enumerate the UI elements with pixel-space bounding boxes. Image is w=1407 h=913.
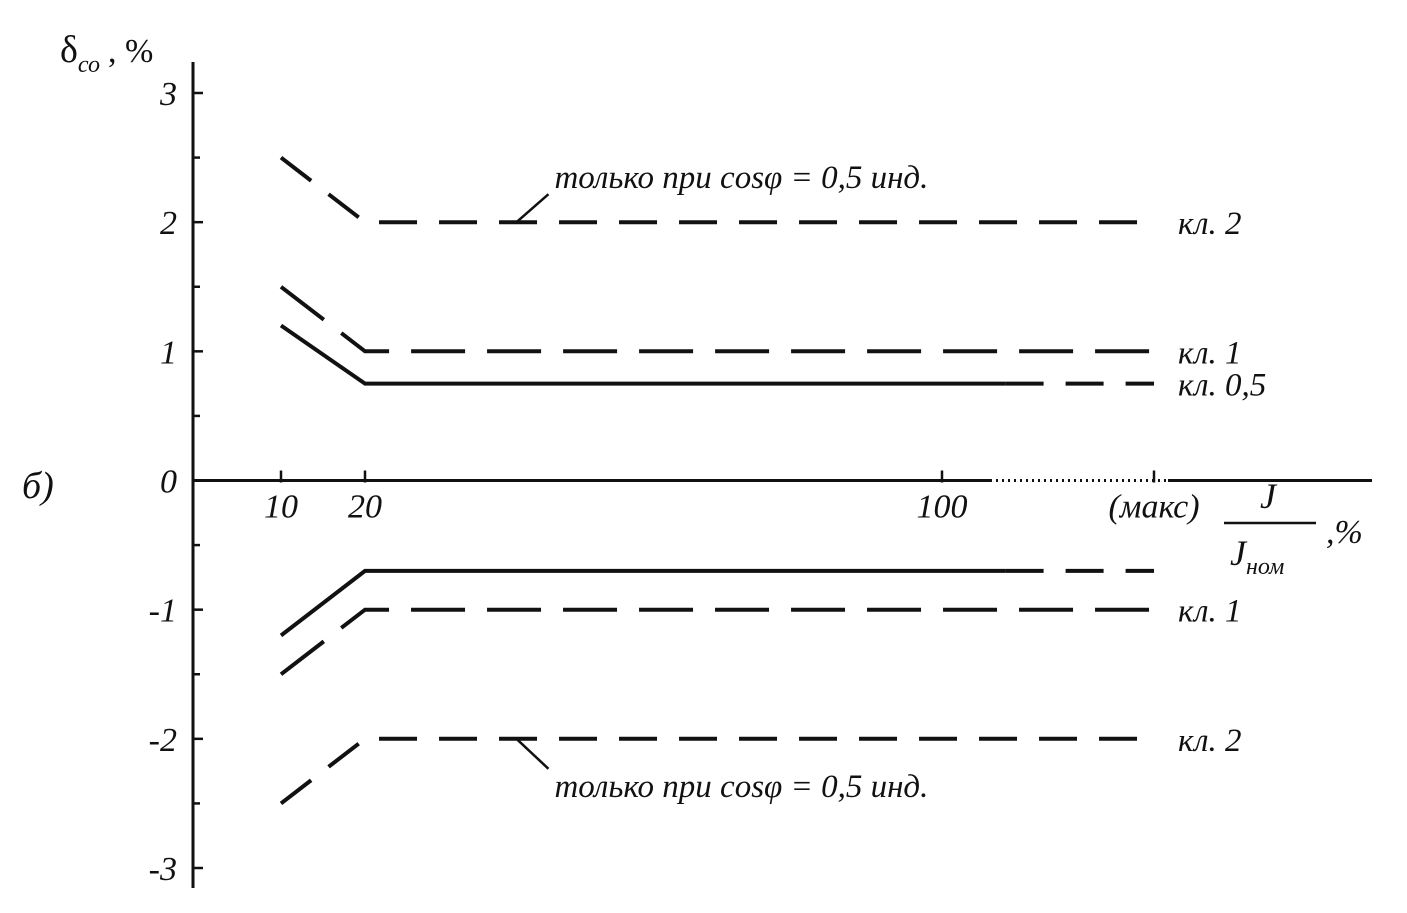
x-axis-label-numerator: J xyxy=(1260,476,1278,516)
series-line xyxy=(279,156,1154,225)
y-axis-label-unit: , % xyxy=(108,33,153,70)
y-tick-label: -2 xyxy=(149,722,177,759)
annotation-leader xyxy=(515,193,550,224)
y-tick-label: -1 xyxy=(149,593,177,630)
curve-label: кл. 0,5 xyxy=(1178,368,1266,404)
y-axis-label-main: δ xyxy=(60,29,78,71)
axes xyxy=(191,62,1372,888)
curve-label: кл. 2 xyxy=(1178,723,1242,759)
x-tick-label: 10 xyxy=(264,489,298,526)
x-axis-label-denominator-main: J xyxy=(1230,533,1248,573)
y-tick-label: 0 xyxy=(160,464,177,501)
x-tick-label: (макс) xyxy=(1108,489,1199,526)
series-line xyxy=(279,323,1006,386)
x-tick-label: 20 xyxy=(348,489,382,526)
y-tick-label: 1 xyxy=(160,334,177,371)
y-tick-label: 2 xyxy=(160,205,177,242)
series-line xyxy=(279,736,1154,805)
x-axis-label-unit: ,% xyxy=(1326,514,1363,551)
curve-label: кл. 2 xyxy=(1178,206,1242,242)
curve-label: кл. 1 xyxy=(1178,335,1242,371)
y-tick-label: -3 xyxy=(149,851,177,888)
x-axis-label-denominator-sub: ном xyxy=(1246,554,1284,580)
annotation-leader xyxy=(515,737,550,770)
panel-label: б) xyxy=(22,465,54,507)
x-tick-label: 100 xyxy=(917,489,968,526)
y-tick-label: 3 xyxy=(159,76,177,113)
curve-label: кл. 1 xyxy=(1178,594,1242,630)
y-axis-label: δсо , % xyxy=(60,29,153,78)
series-line xyxy=(279,285,1154,354)
y-axis-label-sub: со xyxy=(78,52,100,78)
series-group xyxy=(279,156,1154,805)
annotation-text: только при cosφ = 0,5 инд. xyxy=(554,769,928,805)
x-axis-label-denominator: Jном xyxy=(1230,533,1284,580)
series-line xyxy=(279,607,1154,676)
series-line xyxy=(279,568,1006,638)
annotation-text: только при cosφ = 0,5 инд. xyxy=(554,160,928,196)
